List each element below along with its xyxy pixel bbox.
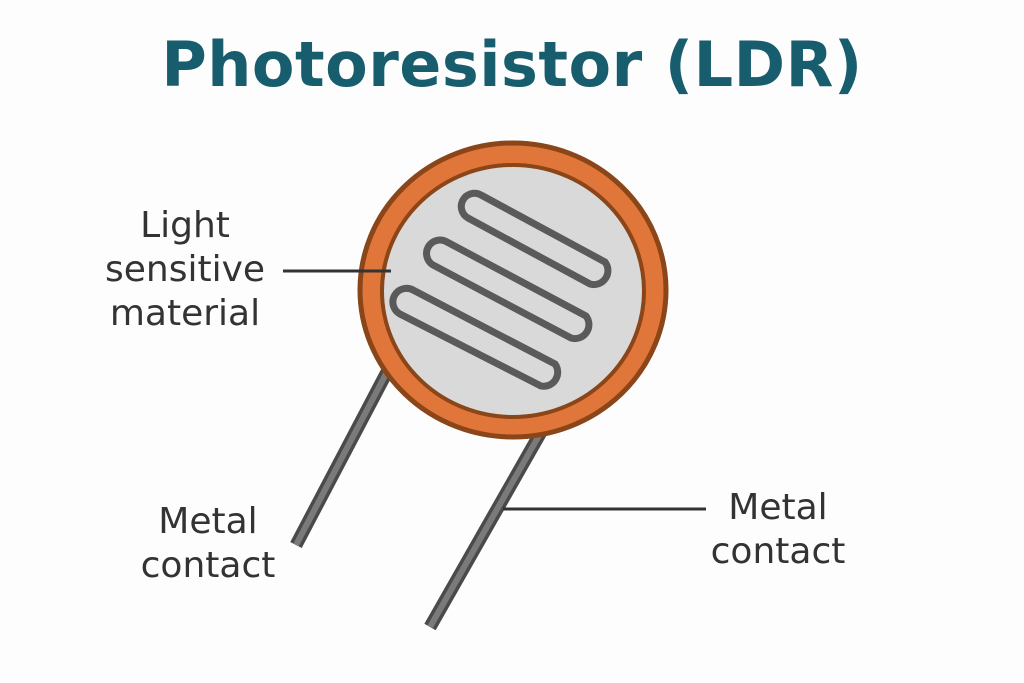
left-leg <box>290 366 394 549</box>
sensor-tracks <box>389 189 612 390</box>
right-leg <box>424 421 551 631</box>
label-metal-contact-right: Metal contact <box>710 487 846 572</box>
diagram-title: Photoresistor (LDR) <box>161 28 863 101</box>
ldr-body <box>357 140 669 440</box>
label-metal-contact-left: Metal contact <box>140 501 276 586</box>
label-light-sensitive: Light sensitive material <box>104 205 266 334</box>
